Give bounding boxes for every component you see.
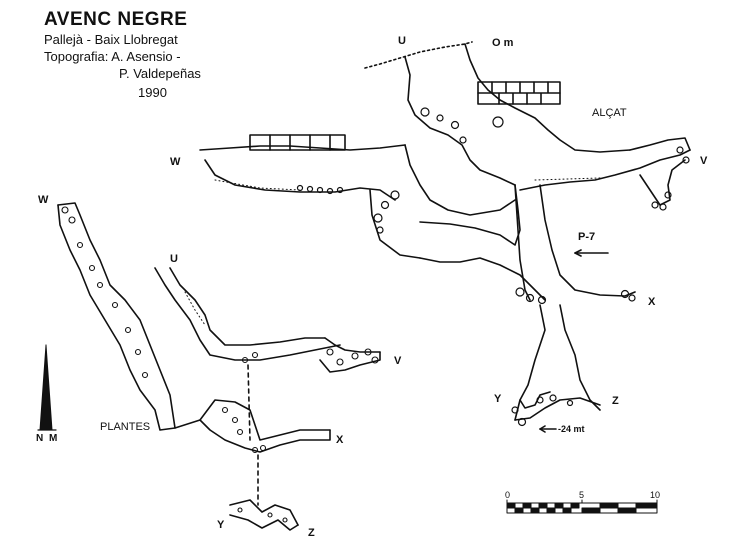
scale-label-5: 5 (579, 490, 584, 500)
depth-label: -24 mt (558, 424, 585, 434)
topography-credit-2: P. Valdepeñas (119, 66, 201, 81)
scale-label-0: 0 (505, 490, 510, 500)
plan-point-v: V (394, 355, 402, 367)
plans-label: PLANTES (100, 421, 150, 433)
plan-section (57, 202, 381, 531)
location-text: Pallejà - Baix Llobregat (44, 32, 178, 47)
map-title: AVENC NEGRE (44, 9, 188, 30)
elevation-point-v: V (700, 155, 708, 167)
elevation-point-w: W (170, 156, 181, 168)
elevation-label: ALÇAT (592, 107, 627, 119)
topography-credit-1: Topografia: A. Asensio - (44, 49, 181, 64)
north-label-n: N (36, 433, 43, 444)
plan-point-u: U (170, 253, 178, 265)
north-arrow (37, 344, 57, 431)
elevation-point-u: U (398, 35, 406, 47)
plan-point-y: Y (217, 519, 225, 531)
elevation-point-om: O m (492, 37, 514, 49)
plan-point-x: X (336, 434, 344, 446)
survey-year: 1990 (138, 85, 167, 100)
elevation-point-y: Y (494, 393, 502, 405)
pitch-label: P-7 (578, 231, 595, 243)
elevation-point-z: Z (612, 395, 619, 407)
plan-point-z: Z (308, 527, 315, 539)
plan-point-w: W (38, 194, 49, 206)
scale-label-10: 10 (650, 490, 660, 500)
north-label-m: M (49, 433, 57, 444)
scale-bar (506, 499, 658, 514)
elevation-section (199, 41, 691, 433)
elevation-point-x: X (648, 296, 656, 308)
